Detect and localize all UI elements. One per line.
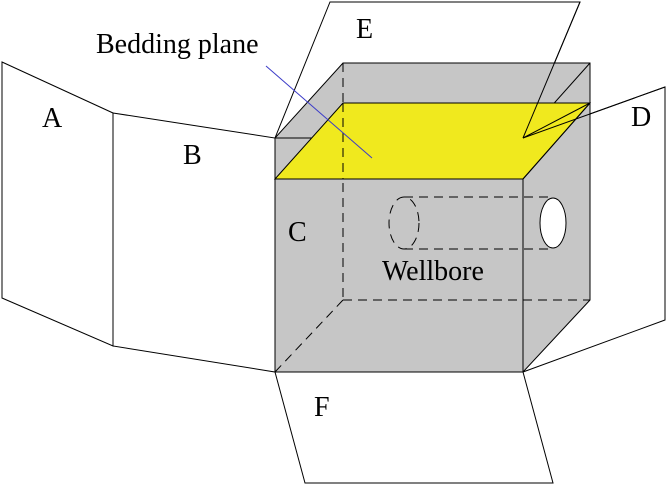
label-d: D bbox=[631, 102, 651, 133]
fold-line-3 bbox=[522, 86, 666, 139]
bedding-plane-leader bbox=[265, 65, 373, 159]
label-a: A bbox=[42, 103, 63, 134]
wellbore-opening bbox=[539, 197, 567, 249]
label-f: F bbox=[314, 392, 330, 423]
bedding-plane-right-edge bbox=[522, 102, 591, 180]
hidden-bottom-diagonal-edge bbox=[274, 299, 344, 373]
label-bedding-plane: Bedding plane bbox=[96, 29, 259, 60]
fold-line-2 bbox=[522, 102, 591, 139]
label-b: B bbox=[183, 140, 202, 171]
label-e: E bbox=[356, 14, 373, 45]
label-c: C bbox=[288, 217, 307, 248]
label-wellbore: Wellbore bbox=[382, 256, 484, 287]
face-f-flap bbox=[274, 371, 554, 484]
fold-line-1 bbox=[522, 1, 581, 139]
